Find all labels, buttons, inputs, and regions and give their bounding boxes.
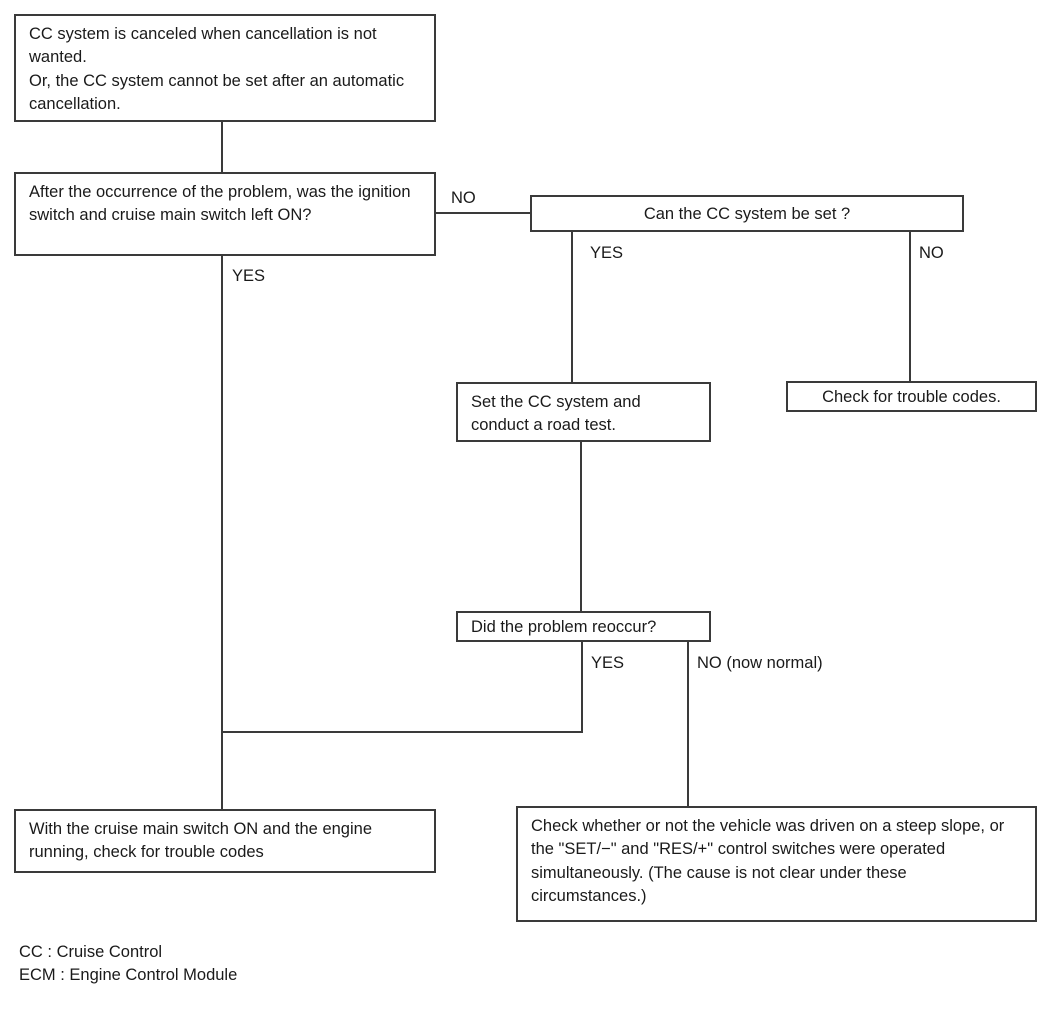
- edge-canset-no-vertical: [909, 231, 911, 382]
- node-set-and-road-test: Set the CC system and conduct a road tes…: [456, 382, 711, 442]
- edge-canset-yes-vertical: [571, 231, 573, 383]
- edge-label-canset-yes: YES: [590, 244, 624, 262]
- edge-label-ignition-yes: YES: [232, 267, 266, 285]
- edge-label-reoccur-no: NO (now normal): [697, 654, 823, 672]
- edge-roadtest-to-reoccur: [580, 441, 582, 612]
- legend-abbreviations: CC : Cruise Control ECM : Engine Control…: [19, 943, 238, 985]
- node-question-can-set: Can the CC system be set ?: [530, 195, 964, 232]
- edge-label-ignition-no: NO: [451, 189, 476, 207]
- node-check-trouble-codes: Check for trouble codes.: [786, 381, 1037, 412]
- edge-reoccur-yes-horizontal: [221, 731, 583, 733]
- edge-label-reoccur-yes: YES: [591, 654, 625, 672]
- edge-label-canset-no: NO: [919, 244, 944, 262]
- edge-reoccur-yes-vertical: [581, 641, 583, 733]
- node-question-ignition: After the occurrence of the problem, was…: [14, 172, 436, 256]
- node-symptom: CC system is canceled when cancellation …: [14, 14, 436, 122]
- edge-ignition-no-horizontal: [435, 212, 531, 214]
- edge-ignition-yes-vertical: [221, 255, 223, 809]
- node-check-steep-slope: Check whether or not the vehicle was dri…: [516, 806, 1037, 922]
- node-question-reoccur: Did the problem reoccur?: [456, 611, 711, 642]
- edge-reoccur-no-vertical: [687, 641, 689, 807]
- node-cruise-on-check-codes: With the cruise main switch ON and the e…: [14, 809, 436, 873]
- edge-symptom-to-ignition: [221, 122, 223, 173]
